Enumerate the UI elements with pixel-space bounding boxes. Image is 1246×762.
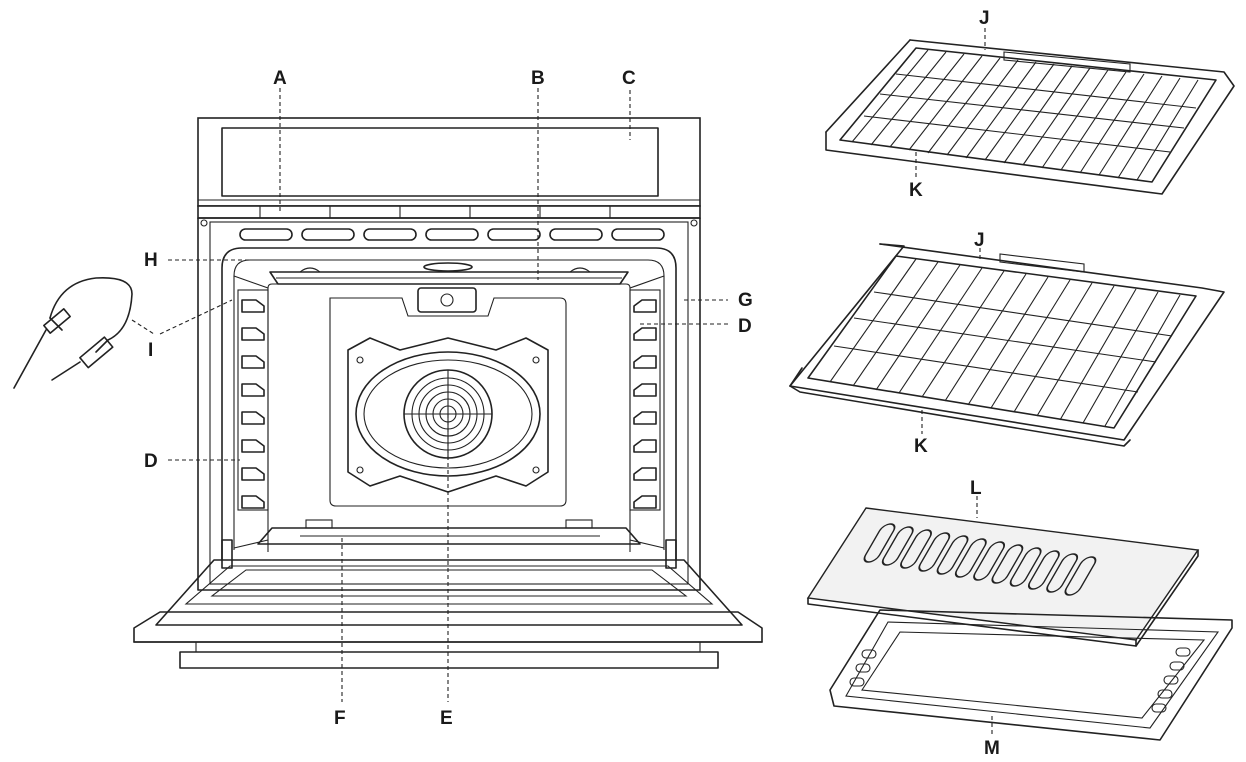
label-f: F	[334, 708, 346, 729]
label-k-middle: K	[914, 436, 928, 457]
oven-rack-middle	[789, 243, 1225, 447]
label-l: L	[970, 478, 982, 499]
part-labels: A B C H I G D D F E J K J K L M	[144, 8, 1000, 759]
oven-frame	[197, 217, 701, 591]
broil-pan-grid	[806, 507, 1200, 647]
vent-strip	[197, 205, 701, 219]
label-k-top: K	[909, 180, 923, 201]
bake-element	[257, 519, 641, 545]
rack-supports-right	[629, 289, 661, 511]
label-d-left: D	[144, 451, 158, 472]
label-a: A	[273, 68, 287, 89]
label-j-top: J	[979, 8, 990, 29]
label-m: M	[984, 738, 1000, 759]
broil-element	[269, 262, 629, 285]
label-j-middle: J	[974, 230, 985, 251]
top-rack-wires	[851, 49, 1199, 181]
meat-probe	[13, 277, 133, 389]
control-panel	[197, 117, 701, 207]
label-c: C	[622, 68, 636, 89]
oven	[133, 117, 763, 669]
label-b: B	[531, 68, 545, 89]
label-i: I	[148, 340, 153, 361]
oven-light	[417, 287, 477, 313]
label-g: G	[738, 290, 753, 311]
rack-supports-left	[237, 289, 269, 511]
open-door	[133, 559, 763, 669]
label-e: E	[440, 708, 453, 729]
oven-rack-top	[825, 39, 1235, 195]
leader-lines	[131, 28, 993, 736]
label-d-right: D	[738, 316, 752, 337]
broil-pan	[829, 609, 1233, 741]
broil-pan-slots	[849, 647, 1191, 713]
label-h: H	[144, 250, 158, 271]
convection-fan-cover	[329, 297, 567, 507]
grid-slots-row-1	[863, 523, 1097, 596]
middle-rack-wires	[829, 258, 1181, 427]
vent-slots	[239, 228, 665, 241]
